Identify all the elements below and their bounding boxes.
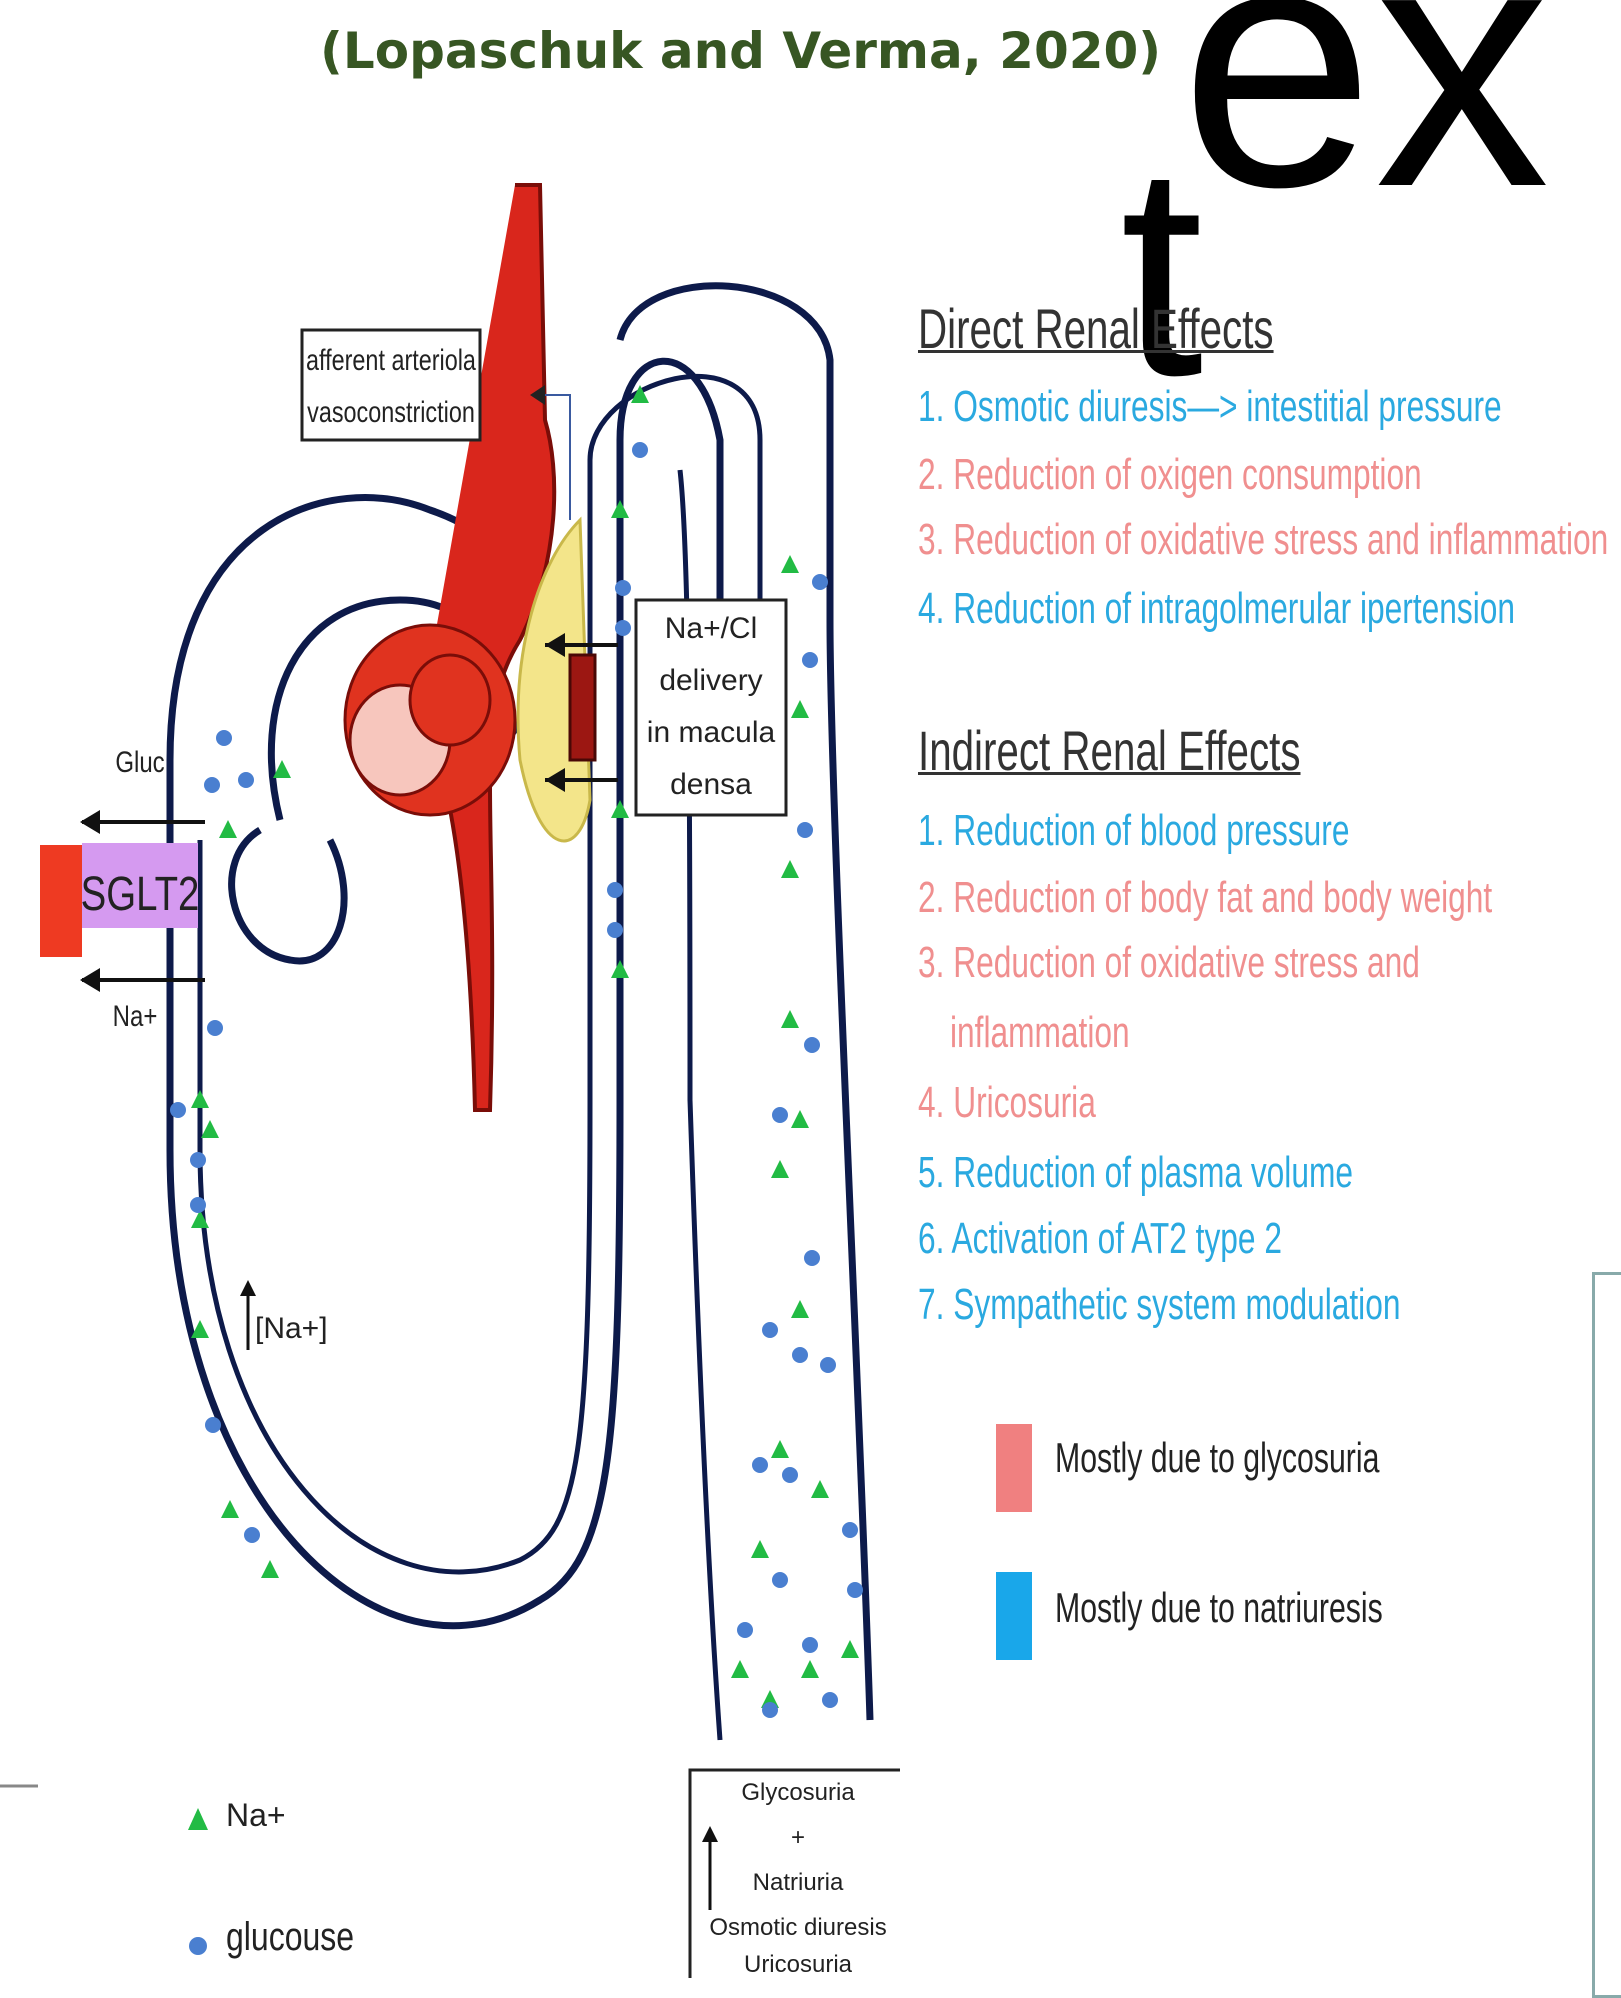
outcome-line2: + <box>791 1824 805 1851</box>
legend-glucose-label: glucouse <box>226 1914 354 1959</box>
sglt2-block <box>40 845 82 957</box>
outcome-line5: Uricosuria <box>744 1951 853 1978</box>
indirect-effect-3: 3. Reduction of oxidative stress and <box>918 938 1420 988</box>
nephron-diagram: afferent arteriola vasoconstriction Na+/… <box>0 0 900 1978</box>
indirect-effect-2: 2. Reduction of body fat and body weight <box>918 873 1492 923</box>
legend-glucose-marker <box>189 1937 207 1955</box>
direct-effect-4: 4. Reduction of intragolmerular ipertens… <box>918 584 1515 634</box>
na-label: Na+ <box>113 998 158 1032</box>
outcome-line4: Osmotic diuresis <box>709 1914 886 1941</box>
outcome-line1: Glycosuria <box>741 1779 855 1806</box>
collecting-duct-right <box>620 286 870 1720</box>
legend-glycosuria-label: Mostly due to glycosuria <box>1055 1434 1379 1482</box>
macula-label-line3: in macula <box>647 716 776 749</box>
indirect-effect-7: 7. Sympathetic system modulation <box>918 1280 1400 1330</box>
direct-effects-heading: Direct Renal Effects <box>918 296 1274 361</box>
macula-label-line4: densa <box>670 768 752 801</box>
gluc-label: Gluc <box>115 744 164 778</box>
legend-na-label: Na+ <box>226 1797 286 1833</box>
macula-label-line2: delivery <box>659 664 762 697</box>
glomerulus <box>345 625 515 815</box>
juxtaglomerular-cell <box>570 655 595 760</box>
overlay-text-t: t <box>1120 120 1203 420</box>
afferent-label-line1: afferent arteriola <box>306 343 476 376</box>
indirect-effect-4: 4. Uricosuria <box>918 1078 1096 1128</box>
indirect-effects-heading: Indirect Renal Effects <box>918 718 1300 783</box>
indirect-effect-3-cont: inflammation <box>950 1008 1130 1058</box>
indirect-effect-6: 6. Activation of AT2 type 2 <box>918 1214 1282 1264</box>
direct-effect-1: 1. Osmotic diuresis—> intestitial pressu… <box>918 382 1502 432</box>
right-panel-edge <box>1592 1272 1621 1998</box>
direct-effect-3: 3. Reduction of oxidative stress and inf… <box>918 515 1608 565</box>
outcome-line3: Natriuria <box>753 1869 844 1896</box>
legend-na-marker <box>188 1808 208 1830</box>
overlay-text-ex: ex <box>1180 0 1550 240</box>
legend-natriuresis-swatch <box>996 1572 1032 1660</box>
macula-label-line1: Na+/Cl <box>665 612 758 645</box>
direct-effect-2: 2. Reduction of oxigen consumption <box>918 450 1422 500</box>
na-concentration-label: [Na+] <box>255 1312 328 1345</box>
indirect-effect-1: 1. Reduction of blood pressure <box>918 806 1349 856</box>
legend-glycosuria-swatch <box>996 1424 1032 1512</box>
afferent-label-line2: vasoconstriction <box>307 395 475 428</box>
legend-natriuresis-label: Mostly due to natriuresis <box>1055 1584 1383 1632</box>
sglt2-label: SGLT2 <box>81 868 200 921</box>
indirect-effect-5: 5. Reduction of plasma volume <box>918 1148 1353 1198</box>
tubule-outer <box>170 361 720 1626</box>
